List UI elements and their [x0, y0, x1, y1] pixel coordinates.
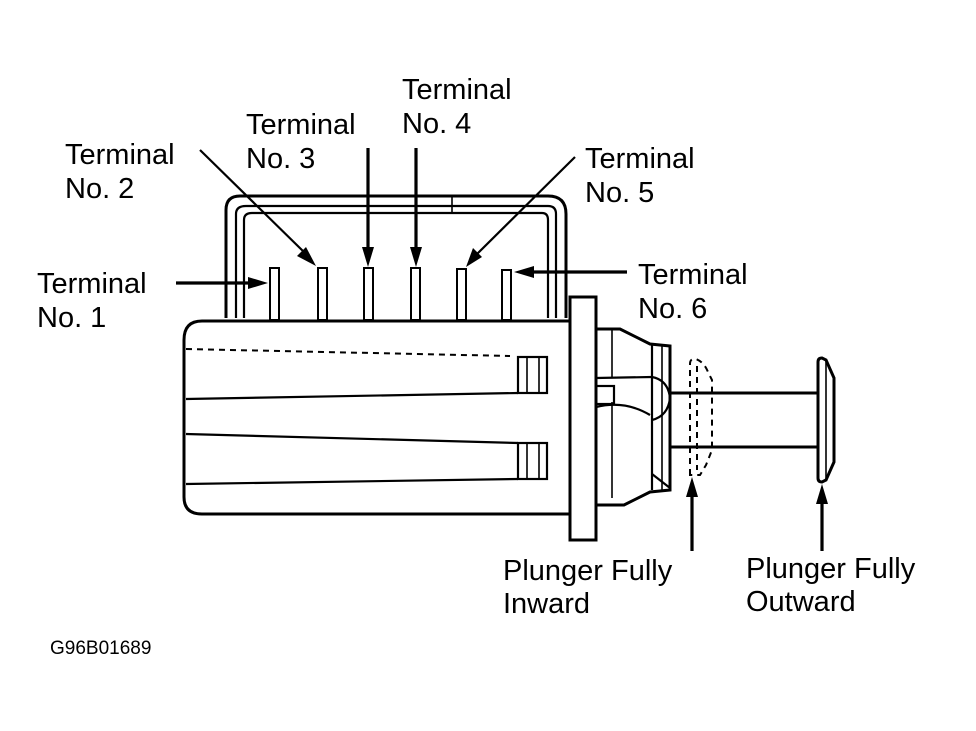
plunger-inward-label-line2: Inward — [503, 588, 590, 620]
mounting-flange — [568, 295, 598, 542]
switch-body — [182, 319, 570, 516]
plunger-shaft — [670, 391, 818, 449]
terminal-6-label-line2: No. 6 — [638, 293, 707, 325]
terminal-3-label-line2: No. 3 — [246, 143, 315, 175]
terminal-pin-6 — [501, 269, 512, 321]
plunger-housing — [594, 327, 672, 507]
terminal-pin-2 — [317, 267, 328, 321]
terminal-pin-1 — [269, 267, 280, 321]
terminal-6-label: Terminal No. 6 — [638, 259, 748, 325]
terminal-5-label-line1: Terminal — [585, 143, 695, 175]
figure-code: G96B01689 — [50, 638, 151, 659]
plunger-head-inward — [689, 357, 713, 476]
plunger-inward-label-line1: Plunger Fully — [503, 555, 673, 587]
terminal-pins — [269, 267, 512, 321]
terminal-1-label-line2: No. 1 — [37, 302, 106, 334]
terminal-2-label-line2: No. 2 — [65, 173, 134, 205]
leader-arrows — [176, 148, 828, 551]
terminal-3-label-line1: Terminal — [246, 109, 356, 141]
terminal-5-label: Terminal No. 5 — [585, 143, 695, 209]
terminal-pin-4 — [410, 267, 421, 321]
terminal-1-label-line1: Terminal — [37, 268, 147, 300]
terminal-5-label-line2: No. 5 — [585, 177, 654, 209]
plunger-outward-label: Plunger Fully Outward — [746, 553, 916, 618]
plunger-outward-label-line1: Plunger Fully — [746, 553, 916, 585]
plunger-inward-label: Plunger Fully Inward — [503, 555, 673, 620]
terminal-pin-5 — [456, 268, 467, 321]
terminal-4-label-line2: No. 4 — [402, 108, 471, 140]
terminal-2-label: Terminal No. 2 — [65, 139, 175, 205]
terminal-1-label: Terminal No. 1 — [37, 268, 147, 334]
terminal-6-label-line1: Terminal — [638, 259, 748, 291]
terminal-pin-3 — [363, 267, 374, 321]
terminal-2-label-line1: Terminal — [65, 139, 175, 171]
terminal-4-label: Terminal No. 4 — [402, 74, 512, 140]
connector-shroud — [224, 194, 568, 318]
terminal-3-label: Terminal No. 3 — [246, 109, 356, 175]
terminal-4-label-line1: Terminal — [402, 74, 512, 106]
plunger-head-outward — [816, 356, 836, 484]
plunger-outward-label-line2: Outward — [746, 586, 856, 618]
